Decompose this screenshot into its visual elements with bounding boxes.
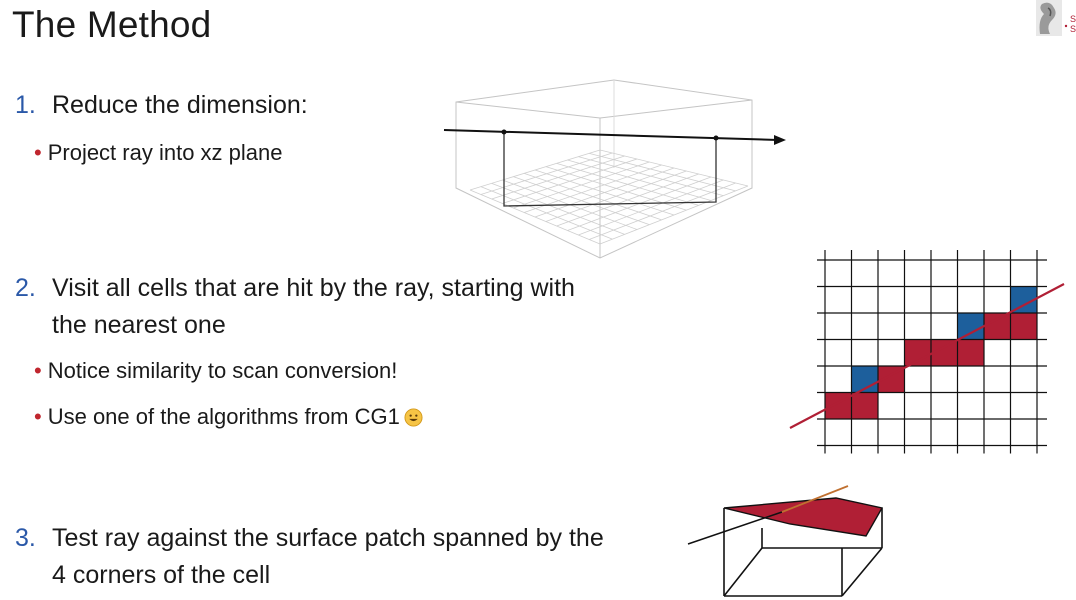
page-title: The Method — [12, 4, 212, 45]
list-item: •Project ray into xz plane — [34, 140, 282, 166]
bullet-text: Project ray into xz plane — [47, 140, 283, 165]
bullet-dot-icon: • — [34, 404, 42, 429]
step-text-line2: 4 corners of the cell — [52, 561, 271, 589]
step-text: Visit all cells that are hit by the ray,… — [52, 274, 575, 302]
list-item: •Use one of the algorithms from CG1 — [34, 404, 423, 430]
surface-patch-diagram — [687, 485, 884, 597]
step-text: Reduce the dimension: — [52, 91, 308, 119]
grid-traversal-diagram — [789, 250, 1065, 454]
step-number: 2. — [15, 274, 36, 302]
bullet-dot-icon: • — [34, 358, 42, 383]
step-number: 3. — [15, 524, 36, 552]
bullet-text: Use one of the algorithms from CG1 — [47, 404, 400, 429]
svg-text:S: S — [1070, 14, 1076, 24]
step-number: 1. — [15, 91, 36, 119]
svg-text:S: S — [1070, 24, 1076, 34]
step-text-line2: the nearest one — [52, 311, 226, 339]
list-item: •Notice similarity to scan conversion! — [34, 358, 397, 384]
bullet-dot-icon: • — [34, 140, 42, 165]
step-text: Test ray against the surface patch spann… — [52, 524, 604, 552]
ray-projection-diagram — [443, 79, 786, 259]
bullet-text: Notice similarity to scan conversion! — [47, 358, 398, 383]
university-seal-icon: S S — [1036, 0, 1076, 36]
grinning-face-icon — [404, 408, 423, 427]
